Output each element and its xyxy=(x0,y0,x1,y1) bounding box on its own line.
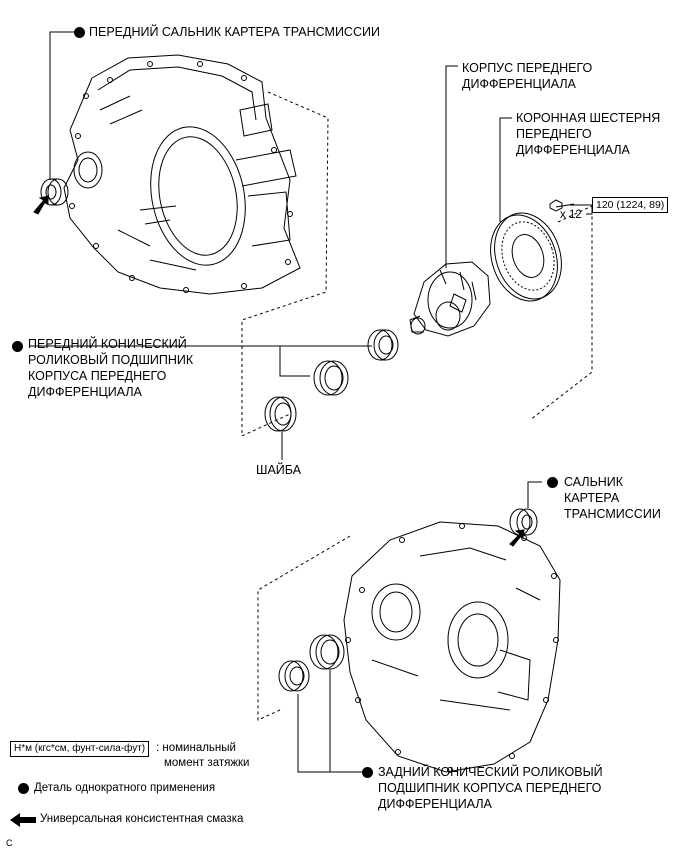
grease-arrow-icon xyxy=(10,813,36,827)
bolt-count: x 12 xyxy=(560,209,582,221)
rear-bearing-drawing xyxy=(278,660,310,692)
non-reusable-dot-icon xyxy=(74,27,85,38)
front-oil-seal-drawing xyxy=(40,178,69,206)
rear-bearing-label: ЗАДНИЙ КОНИЧЕСКИЙ РОЛИКОВЫЙ ПОДШИПНИК КО… xyxy=(378,765,603,811)
ring-gear-label: КОРОННАЯ ШЕСТЕРНЯ ПЕРЕДНЕГО ДИФФЕРЕНЦИАЛ… xyxy=(516,111,661,157)
legend-non-reusable: Деталь однократного применения xyxy=(34,782,216,794)
torque-spec: 120 (1224, 89) xyxy=(592,197,669,213)
diff-case-label: КОРПУС ПЕРЕДНЕГО ДИФФЕРЕНЦИАЛА xyxy=(462,61,593,91)
washer-drawing xyxy=(264,396,297,432)
legend-torque-unit: Н*м (кгс*см, фунт-сила-фут) xyxy=(10,741,150,757)
transmission-case-upper xyxy=(63,54,301,295)
non-reusable-dot-icon xyxy=(362,767,373,778)
front-bearing-label: ПЕРЕДНИЙ КОНИЧЕСКИЙ РОЛИКОВЫЙ ПОДШИПНИК … xyxy=(28,337,194,399)
non-reusable-dot-icon xyxy=(547,477,558,488)
front-bearing-drawing xyxy=(367,329,399,361)
legend-torque-desc: : номинальный момент затяжки xyxy=(156,742,250,769)
non-reusable-dot-icon xyxy=(12,341,23,352)
non-reusable-dot-icon xyxy=(18,783,29,794)
bearing-outer-race-drawing xyxy=(313,360,349,396)
washer-label: ШАЙБА xyxy=(256,463,302,477)
front-oil-seal-label: ПЕРЕДНИЙ САЛЬНИК КАРТЕРА ТРАНСМИССИИ xyxy=(89,25,380,39)
transmission-case-lower xyxy=(343,521,561,773)
case-oil-seal-label: САЛЬНИК КАРТЕРА ТРАНСМИССИИ xyxy=(564,475,661,521)
rear-bearing-race-drawing xyxy=(309,634,345,670)
grease-arrow-icon xyxy=(509,529,525,547)
grease-arrow-icon xyxy=(33,195,49,215)
differential-case-drawing xyxy=(409,261,491,337)
figure-code: C xyxy=(6,838,13,848)
ring-gear-drawing xyxy=(490,212,562,302)
legend-grease: Универсальная консистентная смазка xyxy=(40,813,244,825)
